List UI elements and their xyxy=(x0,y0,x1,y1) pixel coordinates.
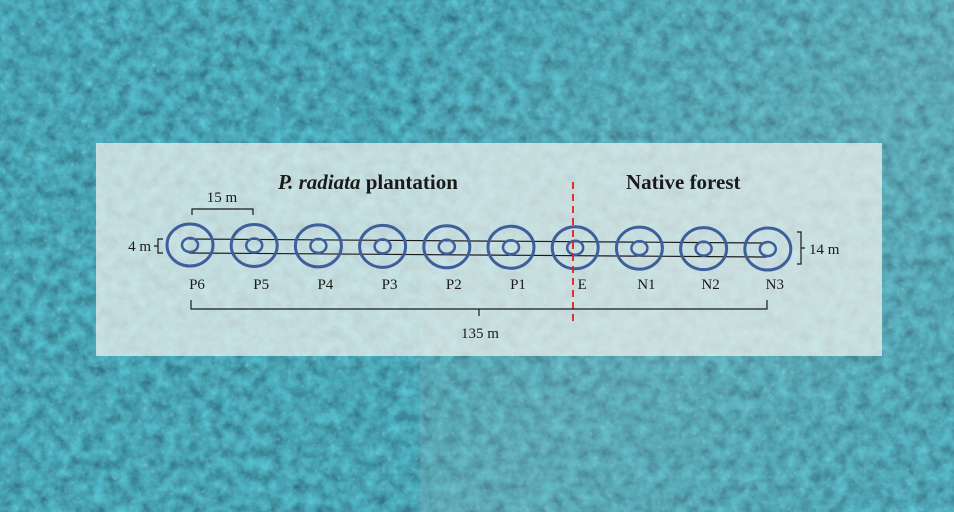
plot-outer-circle xyxy=(165,222,215,268)
plot-label: P2 xyxy=(446,277,462,293)
plot-label: P3 xyxy=(382,277,398,293)
transect-strip xyxy=(188,238,768,258)
plot-inner-circle xyxy=(501,239,521,256)
plot-n2: N2 xyxy=(679,226,729,293)
inner-width-label: 4 m xyxy=(128,239,151,255)
plot-label: P4 xyxy=(317,277,333,293)
plot-inner-circle xyxy=(309,237,328,255)
plot-label: P5 xyxy=(253,277,269,293)
plot-p1: P1 xyxy=(486,224,536,293)
plot-p6: P6 xyxy=(165,222,215,293)
plantation-section-title: P. radiata plantation xyxy=(277,170,458,194)
plot-outer-circle xyxy=(550,225,600,271)
spacing-bracket xyxy=(191,208,254,215)
plot-group: P6 P5 P4 P3 P2 P1 E N1 N2 N3 xyxy=(165,222,793,293)
plot-outer-circle xyxy=(422,224,472,270)
total-length-bracket xyxy=(190,300,768,316)
plot-p3: P3 xyxy=(358,223,408,293)
spacing-label: 15 m xyxy=(207,190,238,206)
plot-p5: P5 xyxy=(229,222,279,293)
plot-outer-circle xyxy=(358,223,408,269)
outer-width-bracket xyxy=(797,231,805,265)
plot-inner-circle xyxy=(373,238,392,255)
plot-label: E xyxy=(578,277,587,293)
plot-inner-circle xyxy=(180,236,200,254)
plot-n3: N3 xyxy=(743,226,793,293)
plot-e: E xyxy=(550,225,600,293)
plot-label: P1 xyxy=(510,277,526,293)
plot-inner-circle xyxy=(565,239,585,256)
plot-outer-circle xyxy=(743,226,793,272)
plot-label: P6 xyxy=(189,277,205,293)
plot-label: N2 xyxy=(701,277,719,293)
plot-inner-circle xyxy=(694,240,713,257)
plot-inner-circle xyxy=(437,238,457,256)
plot-inner-circle xyxy=(758,240,778,258)
plot-label: N1 xyxy=(637,277,655,293)
plot-outer-circle xyxy=(679,226,729,272)
plot-outer-circle xyxy=(293,223,343,269)
outer-width-label: 14 m xyxy=(809,242,840,258)
plot-inner-circle xyxy=(244,237,264,254)
plot-p4: P4 xyxy=(293,223,343,293)
native-section-title: Native forest xyxy=(626,170,741,194)
plot-label: N3 xyxy=(766,277,784,293)
plot-outer-circle xyxy=(486,224,536,270)
plot-outer-circle xyxy=(229,222,279,268)
plot-inner-circle xyxy=(630,239,649,257)
total-length-label: 135 m xyxy=(461,326,499,342)
plot-n1: N1 xyxy=(614,225,664,293)
plot-p2: P2 xyxy=(422,224,472,293)
plot-outer-circle xyxy=(614,225,664,271)
inner-width-bracket xyxy=(154,238,163,254)
